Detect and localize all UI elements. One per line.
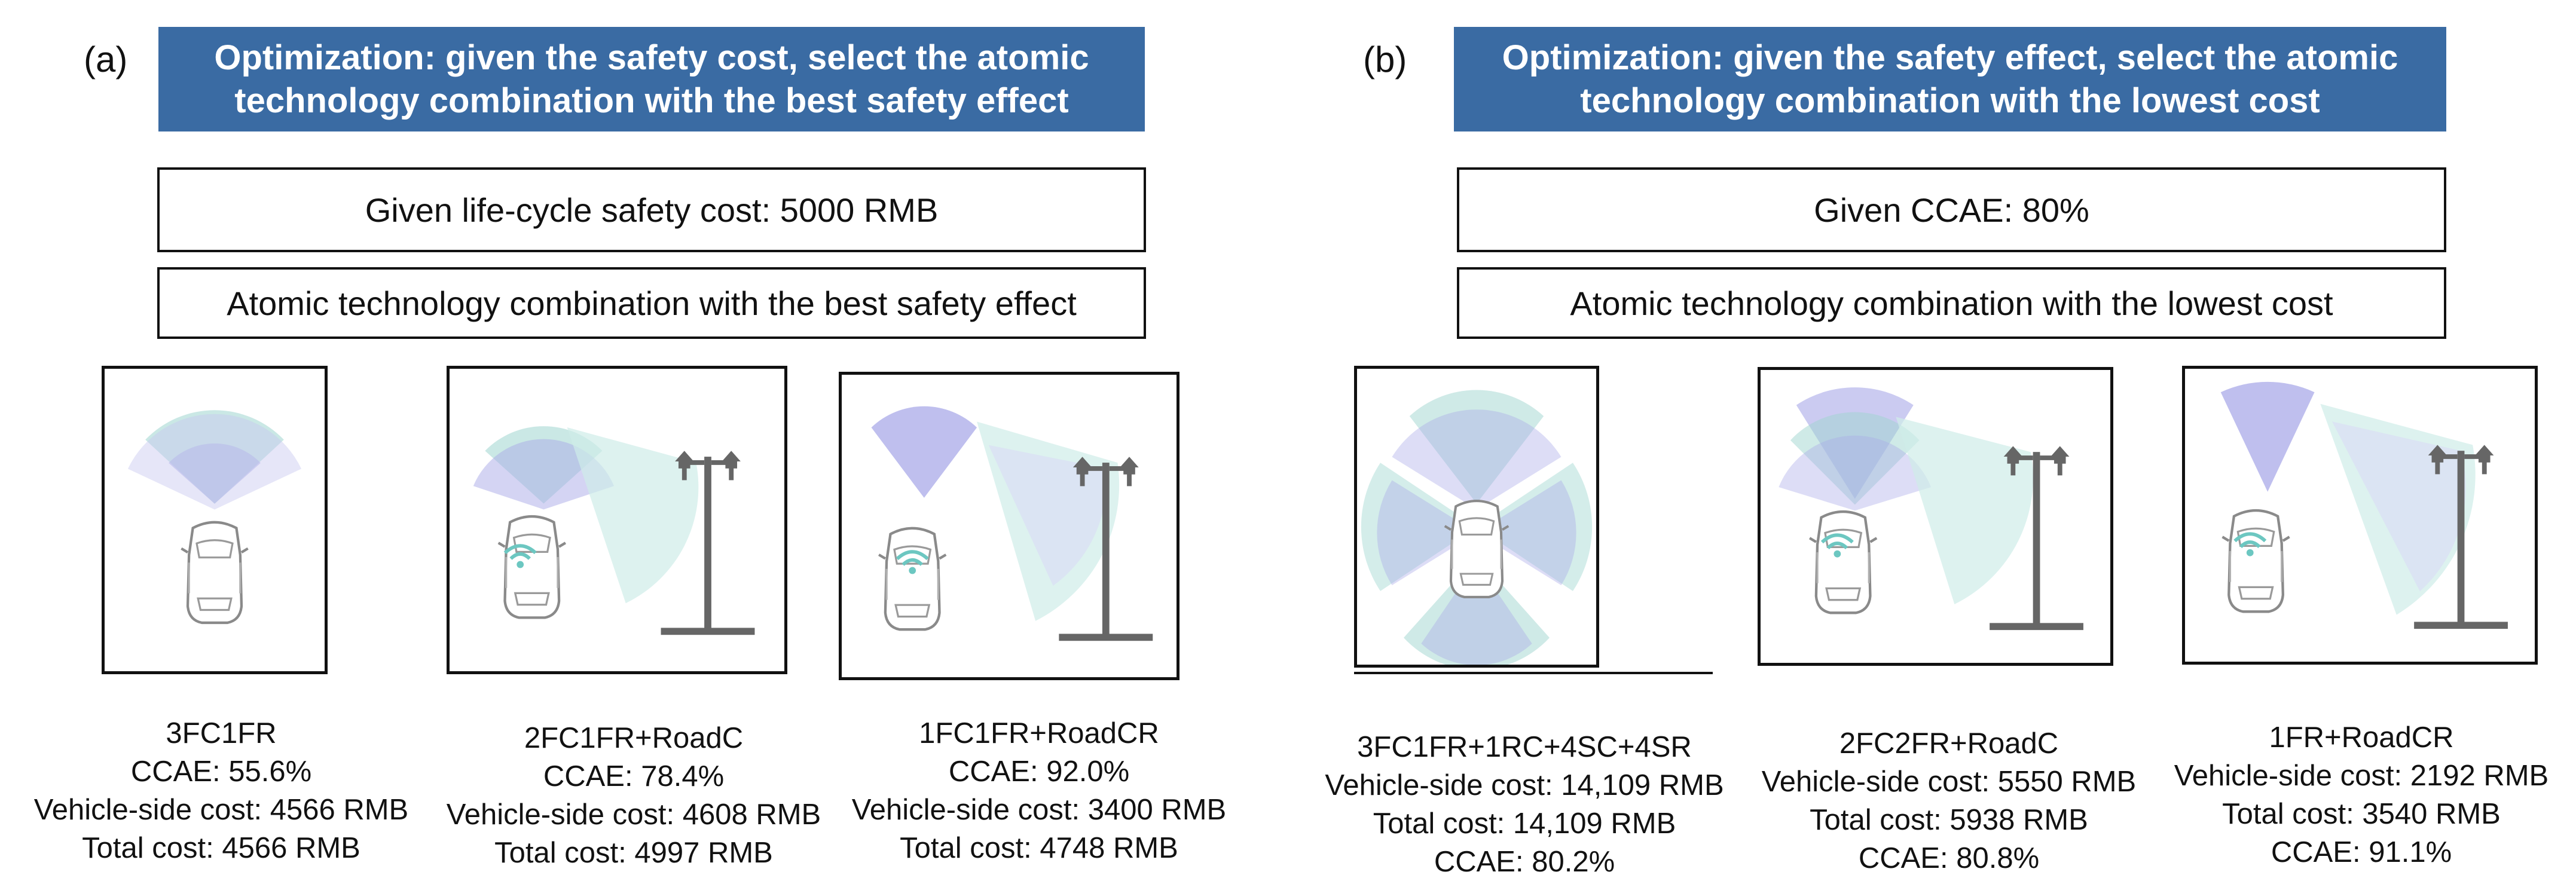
- combo-name: 3FC1FR+1RC+4SC+4SR: [1357, 731, 1692, 763]
- combo-line: Vehicle-side cost: 14,109 RMB: [1325, 769, 1724, 802]
- panel-a-caption-3: 1FC1FR+RoadCR CCAE: 92.0% Vehicle-side c…: [830, 714, 1248, 867]
- sensor-diagram-1fc1fr-roadcr: [871, 406, 1177, 677]
- panel-b-caption-1: 3FC1FR+1RC+4SC+4SR Vehicle-side cost: 14…: [1315, 728, 1734, 881]
- combo-line: CCAE: 55.6%: [130, 755, 312, 788]
- combo-name: 2FC2FR+RoadC: [1839, 727, 2059, 760]
- panel-a-subtitle-box: Atomic technology combination with the b…: [157, 267, 1146, 339]
- panel-b-image-3: [2182, 366, 2538, 665]
- panel-a-image-3: [839, 372, 1179, 680]
- panel-a-image-1: [102, 366, 328, 674]
- panel-b-image-1: [1354, 366, 1599, 668]
- combo-line: Total cost: 4566 RMB: [82, 832, 360, 864]
- panel-b-given-box: Given CCAE: 80%: [1457, 167, 2446, 252]
- combo-line: Vehicle-side cost: 5550 RMB: [1761, 766, 2137, 798]
- sensor-diagram-3fc1fr: [127, 410, 302, 671]
- panel-b-image-2: [1758, 367, 2113, 666]
- combo-line: Total cost: 4748 RMB: [900, 832, 1178, 864]
- sensor-diagram-2fc1fr-roadc: [473, 426, 784, 671]
- combo-line: CCAE: 92.0%: [948, 755, 1130, 788]
- panel-a-caption-1: 3FC1FR CCAE: 55.6% Vehicle-side cost: 45…: [12, 714, 430, 867]
- panel-a-image-2: [447, 366, 787, 674]
- combo-line: Vehicle-side cost: 3400 RMB: [851, 794, 1227, 826]
- panel-a-banner: Optimization: given the safety cost, sel…: [158, 27, 1145, 131]
- combo-line: Vehicle-side cost: 4608 RMB: [446, 799, 821, 831]
- panel-a-given-box: Given life-cycle safety cost: 5000 RMB: [157, 167, 1146, 252]
- combo-line: CCAE: 78.4%: [543, 760, 725, 793]
- combo-line: Vehicle-side cost: 4566 RMB: [33, 794, 409, 826]
- combo-line: CCAE: 91.1%: [2271, 836, 2452, 868]
- combo-name: 1FR+RoadCR: [2269, 721, 2454, 754]
- combo-line: CCAE: 80.2%: [1434, 846, 1615, 878]
- sensor-diagram-3fc1fr-1rc-4sc-4sr: [1361, 390, 1593, 665]
- combo-line: Vehicle-side cost: 2192 RMB: [2174, 760, 2549, 792]
- panel-b-subtitle-box: Atomic technology combination with the l…: [1457, 267, 2446, 339]
- panel-a-label: (a): [84, 39, 128, 79]
- combo-name: 2FC1FR+RoadC: [524, 722, 744, 754]
- combo-line: Total cost: 4997 RMB: [494, 837, 773, 869]
- combo-line: CCAE: 80.8%: [1858, 842, 2040, 874]
- combo-line: Total cost: 14,109 RMB: [1373, 807, 1676, 840]
- panel-b-banner: Optimization: given the safety effect, s…: [1454, 27, 2446, 131]
- combo-name: 1FC1FR+RoadCR: [919, 717, 1159, 750]
- panel-b-caption-2: 2FC2FR+RoadC Vehicle-side cost: 5550 RMB…: [1740, 724, 2158, 877]
- combo-name: 3FC1FR: [166, 717, 277, 750]
- combo-line: Total cost: 5938 RMB: [1810, 804, 2088, 836]
- panel-a-caption-2: 2FC1FR+RoadC CCAE: 78.4% Vehicle-side co…: [424, 719, 843, 872]
- sensor-diagram-2fc2fr-roadc: [1779, 387, 2110, 663]
- sensor-diagram-1fr-roadcr: [2220, 381, 2535, 662]
- panel-b-underline: [1354, 672, 1713, 674]
- panel-b-label: (b): [1363, 39, 1407, 79]
- panel-b-caption-3: 1FR+RoadCR Vehicle-side cost: 2192 RMB T…: [2152, 718, 2571, 871]
- combo-line: Total cost: 3540 RMB: [2222, 798, 2501, 830]
